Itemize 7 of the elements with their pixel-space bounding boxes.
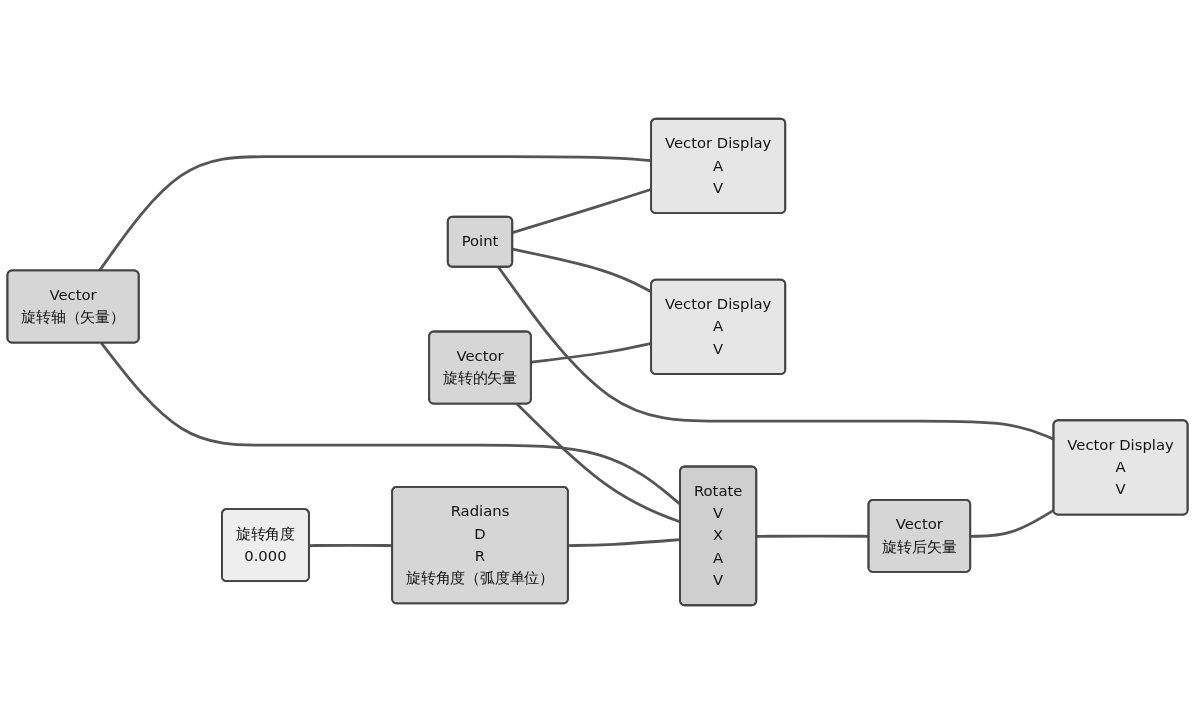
connector (531, 341, 652, 364)
connector (309, 543, 393, 547)
connector (98, 155, 652, 272)
connector (568, 538, 681, 547)
connector (970, 508, 1055, 538)
connector (756, 534, 869, 538)
connector (512, 187, 652, 234)
